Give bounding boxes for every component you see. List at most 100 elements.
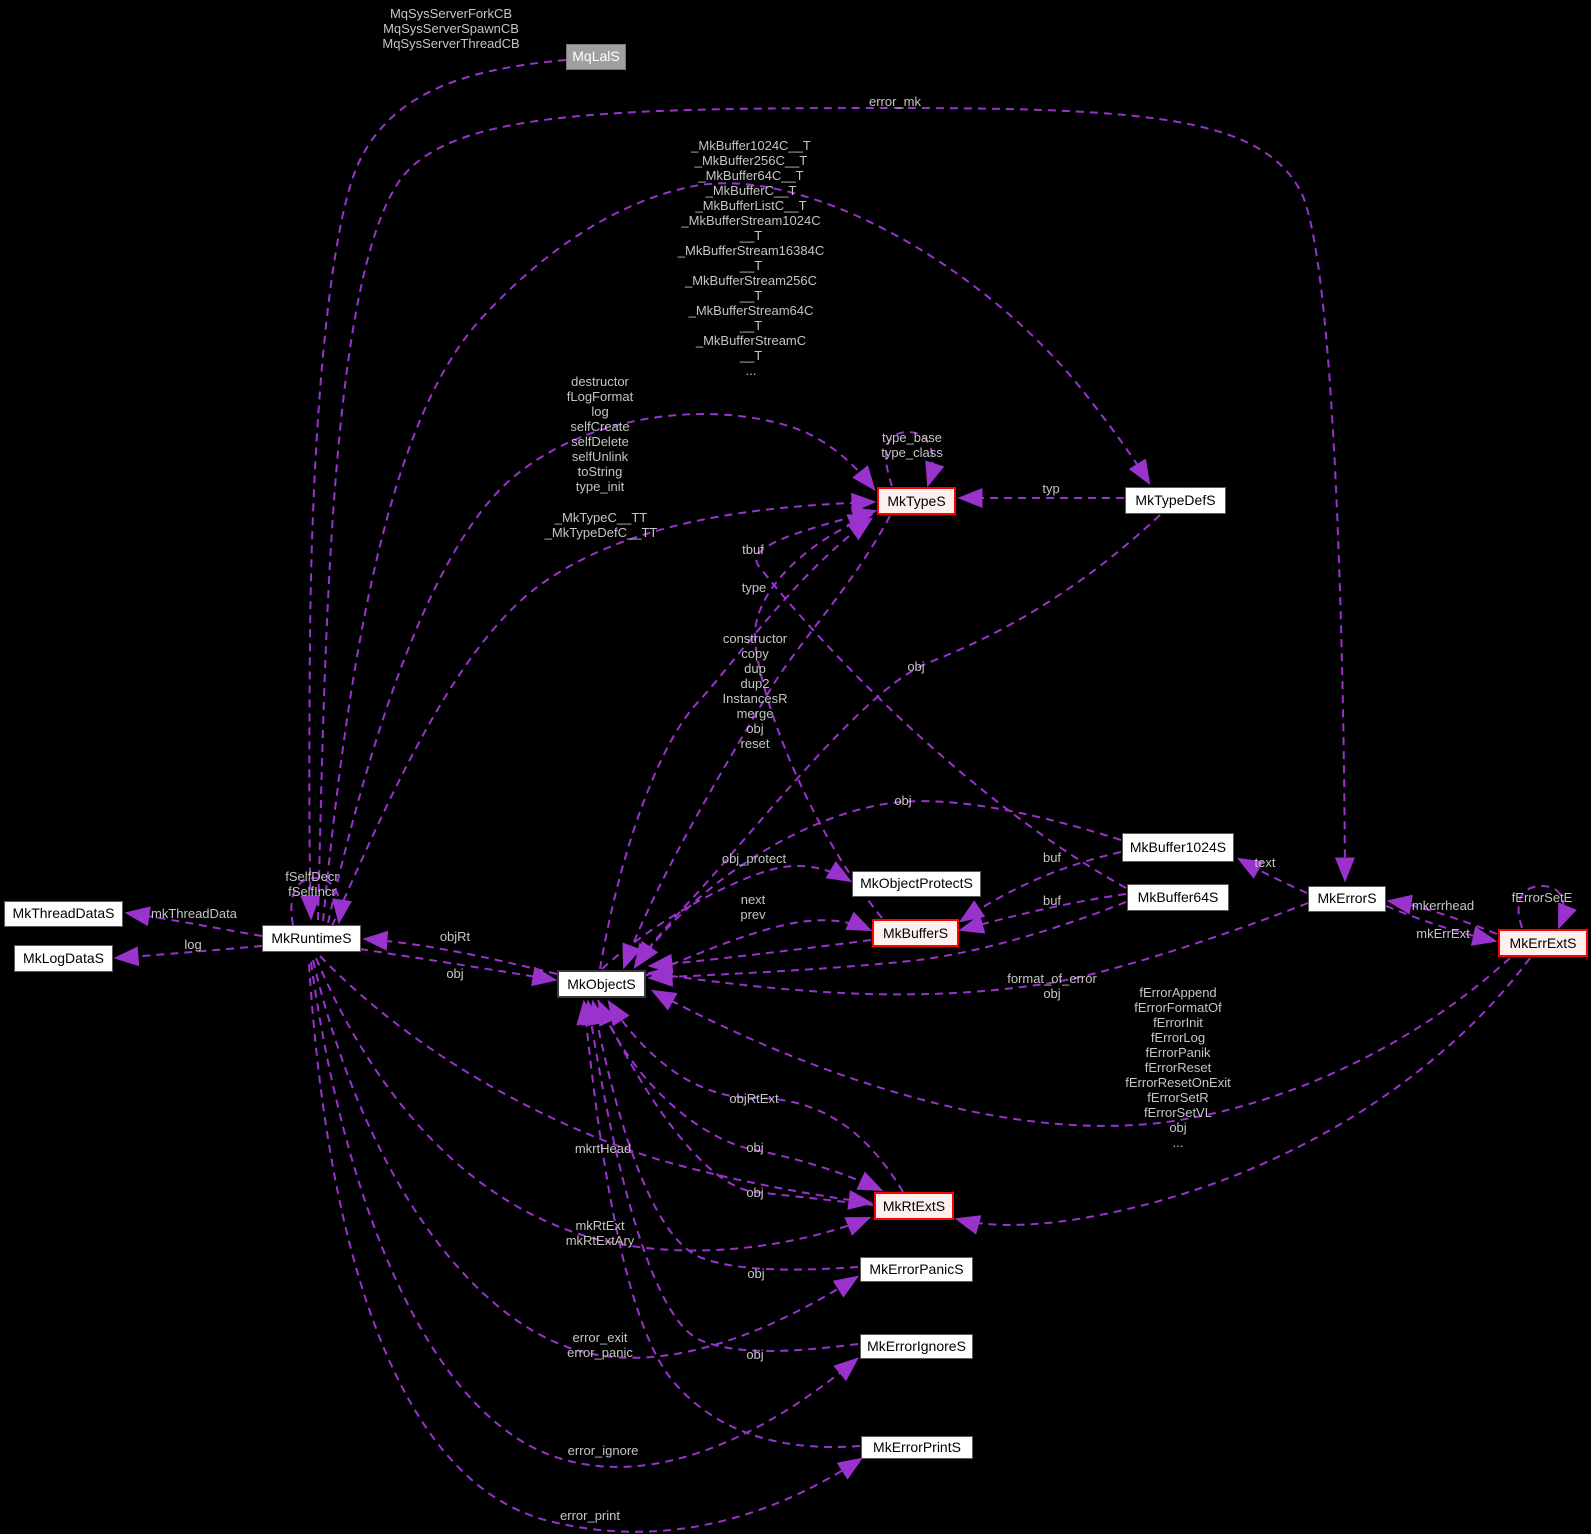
edge-label-line: type_class	[881, 445, 943, 460]
edge-label-line: fSelfIncr	[288, 884, 336, 899]
edge-label-obj-buf1024: obj	[894, 793, 911, 808]
edge-label-line: objRtExt	[729, 1091, 779, 1106]
node-MkTypeS[interactable]: MkTypeS	[877, 487, 956, 515]
edge-label-text: text	[1255, 855, 1276, 870]
node-MkBufferS[interactable]: MkBufferS	[872, 919, 959, 947]
edge-label-line: error_exit	[572, 1330, 628, 1345]
edge-type-members	[327, 413, 876, 924]
edge-label-line: __T	[739, 348, 763, 363]
edge-errext-rtext	[954, 957, 1531, 1235]
edge-label-line: _MkBuffer64C__T	[698, 168, 804, 183]
edge-label-line: obj	[747, 1266, 765, 1281]
edge-label-line: _MkBufferStreamC	[695, 333, 807, 348]
edge-label-line: obj	[1043, 986, 1061, 1001]
edge-buffer-obj	[647, 939, 872, 974]
edge-label-mktypec-tt: _MkTypeC__TT_MkTypeDefC__TT	[545, 510, 658, 540]
node-MkRtExtS[interactable]: MkRtExtS	[874, 1192, 954, 1220]
edge-obj-to-object	[359, 948, 558, 987]
edge-label-line: fSelfDecr	[285, 869, 339, 884]
edge-label-log: log	[184, 937, 201, 952]
edge-label-line: fErrorSetVL	[1144, 1105, 1212, 1120]
edge-label-line: selfCreate	[570, 419, 630, 434]
edge-log	[113, 945, 263, 967]
node-MkErrExtS[interactable]: MkErrExtS	[1498, 929, 1588, 957]
edge-type-self-loop	[884, 430, 945, 488]
edge-label-type: type	[742, 580, 767, 595]
edge-mkerrext	[1385, 905, 1498, 946]
node-MkErrorIgnoreS[interactable]: MkErrorIgnoreS	[860, 1334, 973, 1359]
node-MkErrorS[interactable]: MkErrorS	[1308, 886, 1386, 912]
edge-label-line: __T	[739, 288, 763, 303]
edge-label-line: _MkTypeDefC__TT	[544, 525, 658, 540]
edge-label-line: _MkBufferC__T	[705, 183, 797, 198]
edge-label-line: obj	[746, 1140, 764, 1155]
edge-label-line: MqSysServerForkCB	[389, 6, 513, 21]
edge-label-buf-1024: buf	[1043, 850, 1061, 865]
edge-label-line: ...	[1172, 1135, 1184, 1150]
edge-buf64-obj	[647, 901, 1127, 987]
edge-label-line: _MkBuffer256C__T	[694, 153, 808, 168]
edge-text	[1236, 857, 1308, 894]
edge-label-line: dup2	[740, 676, 770, 691]
node-MkLogDataS[interactable]: MkLogDataS	[14, 945, 113, 972]
edge-label-line: error_panic	[567, 1345, 633, 1360]
node-MkBuffer1024S[interactable]: MkBuffer1024S	[1122, 833, 1234, 862]
edge-error_mk	[317, 106, 1355, 921]
node-MqLalS[interactable]: MqLalS	[566, 44, 626, 70]
edge-object-type-up	[599, 517, 874, 970]
edge-buf-1024	[958, 851, 1122, 923]
edge-errext-self-loop	[1517, 884, 1577, 930]
edge-label-line: fErrorReset	[1144, 1060, 1212, 1075]
node-MkObjectS[interactable]: MkObjectS	[557, 970, 646, 998]
node-MkErrorPanicS[interactable]: MkErrorPanicS	[860, 1257, 973, 1282]
edge-ferror-members	[650, 957, 1511, 1127]
edge-label-obj-panic: obj	[747, 1266, 764, 1281]
edge-label-line: buf	[1042, 893, 1062, 908]
edge-label-mkerrhead: mkerrhead	[1412, 898, 1474, 913]
edge-label-line: _MkBufferStream1024C	[681, 213, 821, 228]
edge-label-line: fErrorAppend	[1139, 985, 1217, 1000]
edge-objrtext	[607, 999, 904, 1193]
edge-label-line: fErrorSetE	[1511, 890, 1573, 905]
edge-label-line: type	[741, 580, 767, 595]
edge-label-line: MqSysServerSpawnCB	[383, 21, 519, 36]
edge-format_of_error	[646, 902, 1309, 996]
edge-label-line: merge	[736, 706, 774, 721]
edge-label-typ: typ	[1042, 481, 1059, 496]
node-MkObjectProtectS[interactable]: MkObjectProtectS	[852, 871, 981, 897]
edge-label-error_print: error_print	[560, 1508, 620, 1523]
edge-label-line: _MkBuffer1024C__T	[691, 138, 811, 153]
edge-label-buffer-templates: _MkBuffer1024C__T_MkBuffer256C__T_MkBuff…	[678, 138, 824, 378]
edge-next-prev	[644, 911, 873, 977]
edge-label-mkThreadData: mkThreadData	[151, 906, 237, 921]
edge-print-obj	[576, 999, 861, 1448]
node-MkErrorPrintS[interactable]: MkErrorPrintS	[861, 1436, 973, 1459]
edge-label-line: MqSysServerThreadCB	[382, 36, 520, 51]
edge-label-fErrorSetE: fErrorSetE	[1512, 890, 1573, 905]
edge-label-line: reset	[740, 736, 770, 751]
edge-label-line: _MkBufferStream256C	[684, 273, 817, 288]
node-MkThreadDataS[interactable]: MkThreadDataS	[4, 901, 123, 927]
edge-mkthreaddata	[124, 906, 263, 937]
edge-label-line: log	[184, 937, 202, 952]
node-MkBuffer64S[interactable]: MkBuffer64S	[1127, 884, 1229, 911]
edge-label-line: error_mk	[868, 94, 922, 109]
edge-label-line: mkrtHead	[574, 1141, 632, 1156]
node-MkTypeDefS[interactable]: MkTypeDefS	[1125, 487, 1226, 514]
edge-buf-64	[958, 893, 1127, 934]
edge-label-line: error_ignore	[567, 1443, 639, 1458]
edge-label-obj-typedef: obj	[907, 659, 924, 674]
edge-label-obj-rtext-up: obj	[746, 1185, 763, 1200]
edge-label-line: mkerrhead	[1411, 898, 1475, 913]
node-MkRuntimeS[interactable]: MkRuntimeS	[262, 925, 361, 952]
edge-mktypec-tt	[331, 492, 877, 927]
edge-label-line: obj	[907, 659, 925, 674]
edge-label-line: selfDelete	[571, 434, 629, 449]
edge-label-objRtExt: objRtExt	[729, 1091, 778, 1106]
